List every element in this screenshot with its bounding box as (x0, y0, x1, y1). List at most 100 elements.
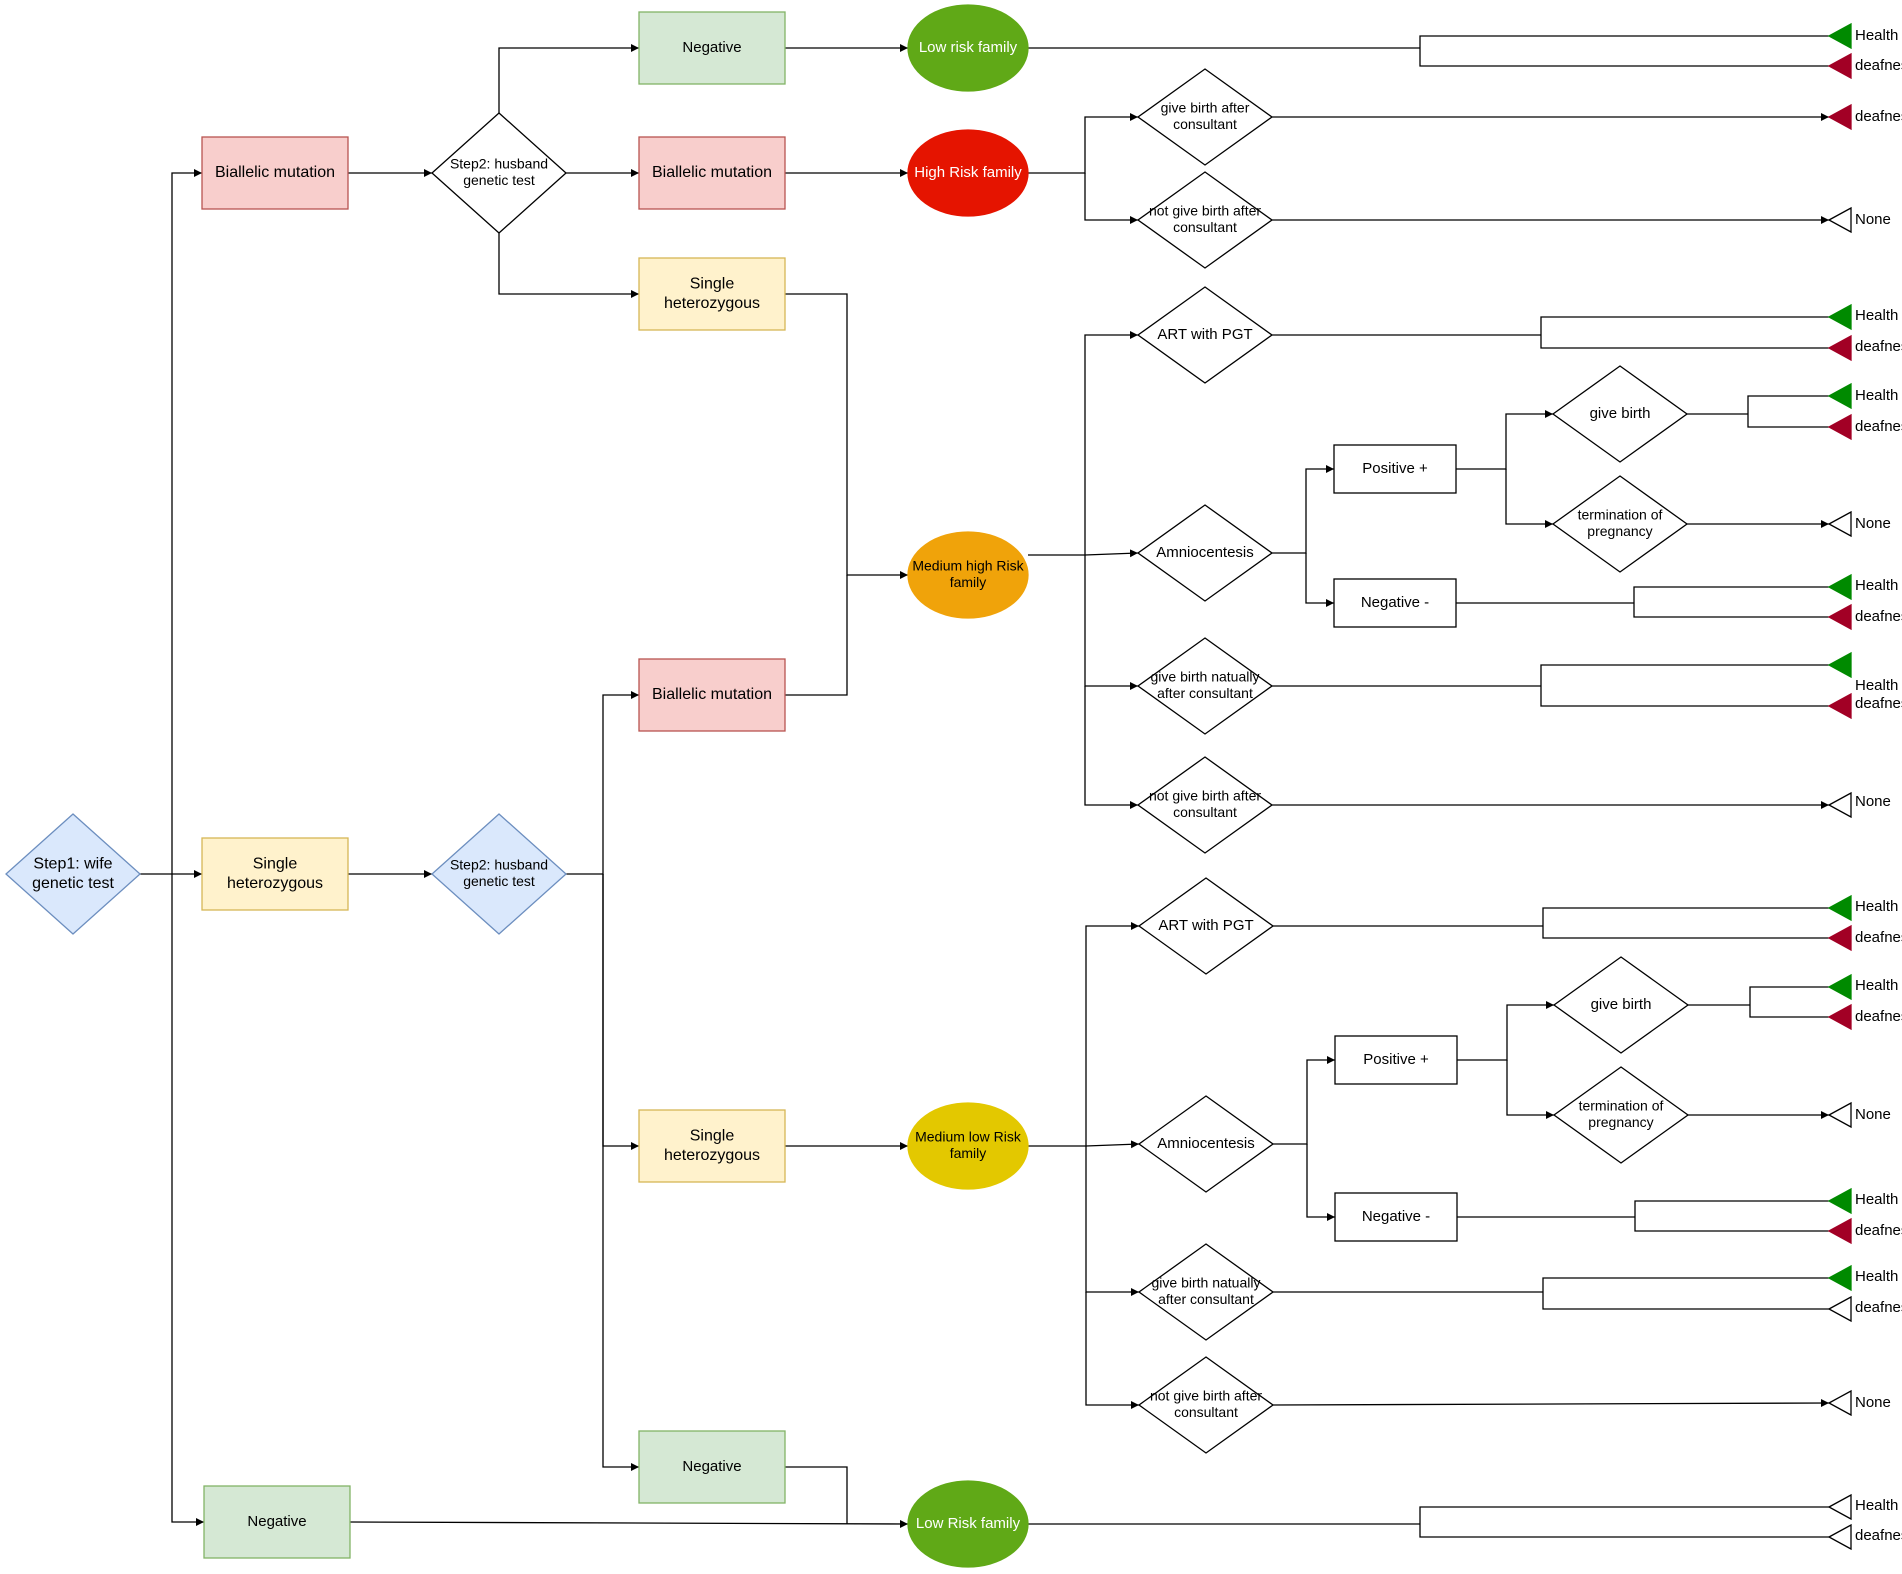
edge-o15-to-outcome (1542, 907, 1829, 926)
husband-test-b-label: genetic test (463, 873, 535, 889)
mh-positive-label: Positive + (1362, 460, 1428, 477)
husband-test-b-label: Step2: husband (450, 856, 548, 872)
b-biallelic-box (638, 658, 786, 732)
outcome-marker-red (1827, 1217, 1852, 1245)
edge-ml-positive-to-termination (1506, 1060, 1554, 1119)
edge-o11-to-outcome (1633, 603, 1829, 618)
outcome-marker-red (1827, 603, 1852, 631)
outcome-marker-white (1827, 1389, 1852, 1417)
edge-o7-to-outcome (1747, 395, 1829, 414)
medium-low-ellipse (907, 1102, 1029, 1190)
b-negative-label: Negative (682, 1458, 741, 1475)
outcome-label: deafness (1855, 695, 1902, 712)
b-negative-box (638, 1430, 786, 1504)
outcome-marker-green (1827, 1264, 1852, 1292)
wife-single-label: heterozygous (227, 875, 323, 892)
mh-natural-decision (1136, 637, 1274, 735)
ml-natural-decision (1137, 1243, 1275, 1341)
edge-o21-to-outcome (1634, 1217, 1829, 1232)
outcome-label: deafness (1855, 338, 1902, 355)
outcome-marker-green (1827, 22, 1852, 50)
edge-high-to-not-give-birth (1084, 173, 1138, 224)
edge-b-biallelic-to-medium-high (785, 575, 848, 696)
edge-husband-a-to-negative (498, 44, 639, 113)
ml-art-label: ART with PGT (1158, 917, 1253, 934)
outcome-label: deafness (1855, 57, 1902, 74)
ml-amnio-label: Amniocentesis (1157, 1135, 1255, 1152)
high-risk-label: High Risk family (914, 164, 1022, 181)
edge-b-negative-to-low-risk (785, 1466, 848, 1524)
hr-not-give-birth-label: consultant (1173, 219, 1237, 235)
ml-positive-label: Positive + (1363, 1051, 1429, 1068)
outcome-markers: HealthdeafnessdeafnessNoneHealthdeafness… (1827, 22, 1902, 1551)
ml-natural-label: give birth natually (1152, 1274, 1261, 1290)
edge-to-low-risk-bottom (349, 1519, 909, 1528)
mh-natural-label: after consultant (1157, 685, 1253, 701)
outcome-marker-green (1827, 573, 1852, 601)
wife-negative-label: Negative (247, 1513, 306, 1530)
edge-o8-to-outcome (1747, 414, 1829, 428)
mh-pos-birth-label: give birth (1590, 405, 1651, 422)
outcome-label: Health (1855, 1497, 1898, 1514)
ml-not-give-label: consultant (1174, 1404, 1238, 1420)
b-biallelic-label: Biallelic mutation (652, 686, 772, 703)
ml-pos-birth-decision (1552, 956, 1690, 1054)
edge-wife-to-biallelic (171, 169, 202, 874)
mh-natural-label: give birth natually (1151, 668, 1260, 684)
edge-husband-a-to-single (498, 233, 639, 298)
mh-not-give-label: consultant (1173, 804, 1237, 820)
outcome-marker-red (1827, 692, 1852, 720)
outcome-marker-green (1827, 894, 1852, 922)
ml-pos-term-label: pregnancy (1588, 1114, 1653, 1130)
outcome-label: deafness (1855, 929, 1902, 946)
edge-mh-positive-to-termination (1505, 469, 1553, 528)
edge-mh-positive-to-birth (1456, 410, 1553, 470)
edge-high-to-give-birth (1028, 113, 1138, 174)
outcome-marker-green (1827, 973, 1852, 1001)
a-negative-box (638, 11, 786, 85)
husband-test-a-decision (431, 112, 567, 234)
a-biallelic-box (638, 136, 786, 210)
outcome-label: None (1855, 211, 1891, 228)
wife-negative-box (203, 1485, 351, 1559)
connectors (140, 35, 1830, 1538)
ml-art-decision (1137, 877, 1275, 975)
mh-pos-term-label: termination of (1578, 506, 1663, 522)
hr-not-give-birth-label: not give birth after (1149, 202, 1261, 218)
hr-give-birth-label: consultant (1173, 116, 1237, 132)
outcome-label: Health (1855, 977, 1898, 994)
mh-positive-box (1333, 444, 1457, 494)
outcome-label: Health (1855, 307, 1898, 324)
edge-o24-to-outcome (1272, 1399, 1830, 1408)
edge-o25-to-outcome (1419, 1506, 1829, 1524)
mh-not-give-decision (1136, 756, 1274, 854)
b-single-box (638, 1109, 786, 1183)
edge-a-single-to-medium-high (785, 293, 908, 579)
low-risk-bottom-ellipse (907, 1480, 1029, 1568)
outcome-label: Health (1855, 898, 1898, 915)
outcome-marker-green (1827, 303, 1852, 331)
wife-test-decision (5, 813, 141, 935)
ml-not-give-decision (1137, 1356, 1275, 1454)
outcome-marker-red (1827, 413, 1852, 441)
ml-negative-label: Negative - (1362, 1208, 1430, 1225)
outcome-marker-white (1827, 1493, 1852, 1521)
ml-not-give-label: not give birth after (1150, 1387, 1262, 1403)
low-risk-bottom-label: Low Risk family (916, 1515, 1021, 1532)
a-single-label: heterozygous (664, 295, 760, 312)
high-risk-ellipse (907, 129, 1029, 217)
outcome-marker-red (1827, 924, 1852, 952)
outcome-label: Health (1855, 27, 1898, 44)
ml-positive-box (1334, 1035, 1458, 1085)
edge-ml-amnio-to-positive (1273, 1056, 1335, 1145)
outcome-marker-red (1827, 103, 1852, 131)
ml-pos-term-label: termination of (1579, 1097, 1664, 1113)
b-single-label: Single (690, 1128, 735, 1145)
edge-mh-amnio-to-positive (1272, 465, 1334, 554)
edge-ml-to-natural (1085, 1146, 1139, 1296)
edge-o20-to-outcome (1634, 1200, 1829, 1217)
low-risk-top-label: Low risk family (919, 39, 1018, 56)
mh-pos-birth-decision (1551, 365, 1689, 463)
edge-ml-to-art (1028, 922, 1139, 1147)
